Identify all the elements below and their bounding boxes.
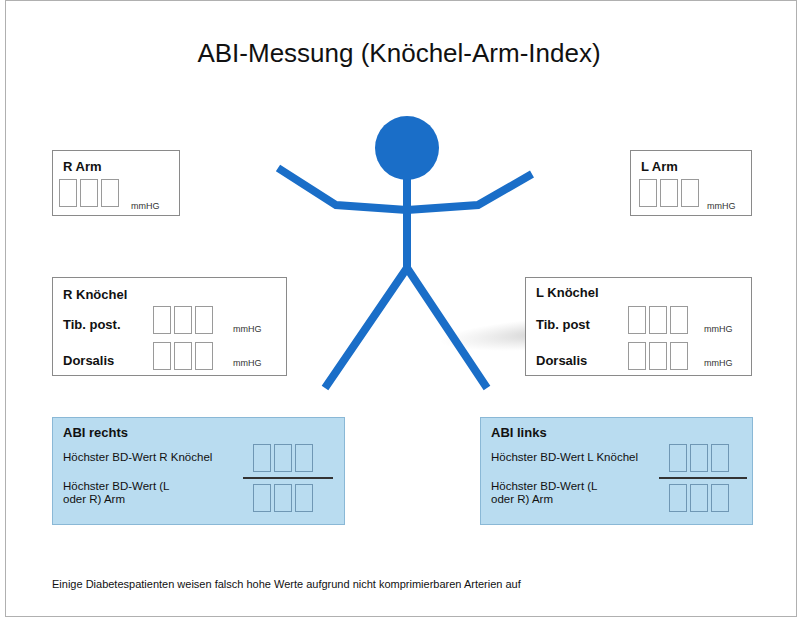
digit-field bbox=[153, 306, 171, 334]
field-label: Dorsalis bbox=[536, 354, 587, 369]
digit-field bbox=[274, 484, 292, 512]
digit-field bbox=[649, 342, 667, 370]
measurement-box: L Arm mmHG bbox=[630, 150, 752, 216]
digit-field bbox=[195, 306, 213, 334]
field-label: Höchster BD-Wert L Knöchel bbox=[491, 451, 638, 464]
measurement-box: L KnöchelTib. post mmHG Dorsalis mmHG bbox=[525, 277, 752, 376]
box-heading: ABI links bbox=[491, 426, 547, 441]
box-heading: L Arm bbox=[641, 160, 678, 175]
field-label: Höchster BD-Wert (L oder R) Arm bbox=[491, 480, 611, 506]
unit-label: mmHG bbox=[131, 201, 160, 211]
field-label: Höchster BD-Wert (L oder R) Arm bbox=[63, 480, 183, 506]
unit-label: mmHG bbox=[233, 324, 262, 334]
digit-field bbox=[295, 444, 313, 472]
digit-field bbox=[59, 179, 77, 207]
digit-field bbox=[174, 342, 192, 370]
frame bbox=[6, 1, 797, 617]
measurement-box: R Arm mmHG bbox=[52, 150, 180, 216]
digit-field bbox=[711, 484, 729, 512]
digit-field bbox=[153, 342, 171, 370]
box-heading: ABI rechts bbox=[63, 426, 128, 441]
digit-field bbox=[670, 306, 688, 334]
title: ABI-Messung (Knöchel-Arm-Index) bbox=[0, 38, 798, 69]
digit-field bbox=[670, 342, 688, 370]
box-heading: L Knöchel bbox=[536, 286, 599, 301]
digit-field bbox=[274, 444, 292, 472]
digit-field bbox=[101, 179, 119, 207]
field-label: Tib. post bbox=[536, 318, 590, 333]
digit-field bbox=[681, 179, 699, 207]
stick-figure bbox=[278, 168, 532, 388]
digit-field bbox=[690, 444, 708, 472]
digit-field bbox=[253, 484, 271, 512]
abi-result-box: ABI linksHöchster BD-Wert L KnöchelHöchs… bbox=[480, 417, 753, 525]
digit-field bbox=[669, 484, 687, 512]
unit-label: mmHG bbox=[233, 358, 262, 368]
digit-field bbox=[80, 179, 98, 207]
digit-field bbox=[639, 179, 657, 207]
measurement-box: R KnöchelTib. post. mmHG Dorsalis mmHG bbox=[52, 277, 287, 376]
field-label: Dorsalis bbox=[63, 354, 114, 369]
field-label: Höchster BD-Wert R Knöchel bbox=[63, 451, 212, 464]
digit-field bbox=[253, 444, 271, 472]
digit-field bbox=[690, 484, 708, 512]
box-heading: R Knöchel bbox=[63, 288, 127, 303]
box-heading: R Arm bbox=[63, 160, 102, 175]
abi-result-box: ABI rechtsHöchster BD-Wert R KnöchelHöch… bbox=[52, 417, 345, 525]
digit-field bbox=[174, 306, 192, 334]
stick-figure-head bbox=[375, 116, 439, 180]
digit-field bbox=[195, 342, 213, 370]
unit-label: mmHG bbox=[704, 324, 733, 334]
digit-field bbox=[295, 484, 313, 512]
digit-field bbox=[669, 444, 687, 472]
digit-field bbox=[649, 306, 667, 334]
digit-field bbox=[711, 444, 729, 472]
footnote: Einige Diabetespatienten weisen falsch h… bbox=[52, 578, 521, 590]
unit-label: mmHG bbox=[707, 201, 736, 211]
digit-field bbox=[628, 306, 646, 334]
fraction-line bbox=[243, 477, 333, 479]
digit-field bbox=[628, 342, 646, 370]
fraction-line bbox=[659, 477, 747, 479]
field-label: Tib. post. bbox=[63, 318, 121, 333]
digit-field bbox=[660, 179, 678, 207]
unit-label: mmHG bbox=[704, 358, 733, 368]
